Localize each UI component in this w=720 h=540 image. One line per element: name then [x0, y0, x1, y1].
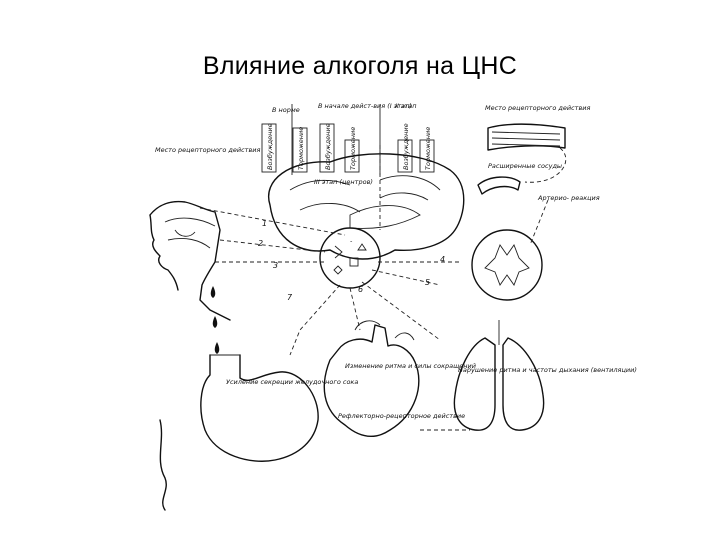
state-label-3: Возбуждение — [324, 123, 332, 170]
slide-title: Влияние алкоголя на ЦНС — [202, 52, 518, 80]
state-label-4: Торможение — [349, 127, 357, 170]
stage-norm-label: В норме — [272, 106, 300, 114]
stage-third-label: III этап (центров) — [314, 178, 373, 186]
pathway-number-3: 3 — [273, 261, 278, 270]
alcohol-drops — [210, 286, 220, 354]
state-label-1: Возбуждение — [266, 123, 274, 170]
heart-illustration: Изменение ритма и силы сокращений Рефлек… — [323, 320, 476, 437]
stomach-label: Усиление секреции желудочного сока — [226, 378, 358, 386]
receptor-tissue-illustration: Место рецепторного действия Расширенные … — [477, 104, 600, 202]
stomach-illustration: Усиление секреции желудочного сока — [159, 354, 358, 511]
nerve-connections — [199, 145, 567, 431]
stage-second-label: II этап — [395, 102, 417, 110]
pathway-number-7: 7 — [287, 293, 293, 302]
pathway-number-6: 6 — [358, 285, 363, 294]
pathway-number-4: 4 — [440, 255, 445, 264]
lungs-label: Нарушение ритма и частоты дыхания (венти… — [458, 366, 637, 374]
state-label-5: Возбуждение — [402, 123, 410, 170]
pathway-numbers: 1 2 3 4 5 6 7 — [258, 219, 445, 302]
state-label-2: Торможение — [297, 127, 305, 170]
brain-state-boxes: Возбуждение Торможение Возбуждение Тормо… — [261, 123, 435, 173]
state-label-6: Торможение — [424, 127, 432, 170]
arterial-label: Артерио- реакция — [537, 194, 600, 202]
head-profile-illustration — [149, 200, 231, 321]
stage-early-label: В начале дейст-вия (I этап) — [318, 102, 412, 110]
pathway-number-1: 1 — [262, 219, 267, 228]
receptor-site-left-label: Место рецепторного действия — [155, 146, 261, 154]
brain-illustration: III этап (центров) — [267, 153, 465, 260]
heart-label: Изменение ритма и силы сокращений — [345, 362, 476, 370]
heart-bottom-label: Рефлекторно-рецепторное действие — [338, 412, 465, 420]
pathway-number-5: 5 — [425, 278, 430, 287]
vessels-label: Расширенные сосуды — [488, 162, 562, 170]
pathway-number-2: 2 — [258, 239, 263, 248]
lungs-illustration: Нарушение ритма и частоты дыхания (венти… — [453, 320, 637, 431]
svg-text:-: - — [350, 237, 353, 245]
spinal-cord-illustration — [471, 229, 543, 301]
receptor-site-right-label: Место рецепторного действия — [485, 104, 591, 112]
